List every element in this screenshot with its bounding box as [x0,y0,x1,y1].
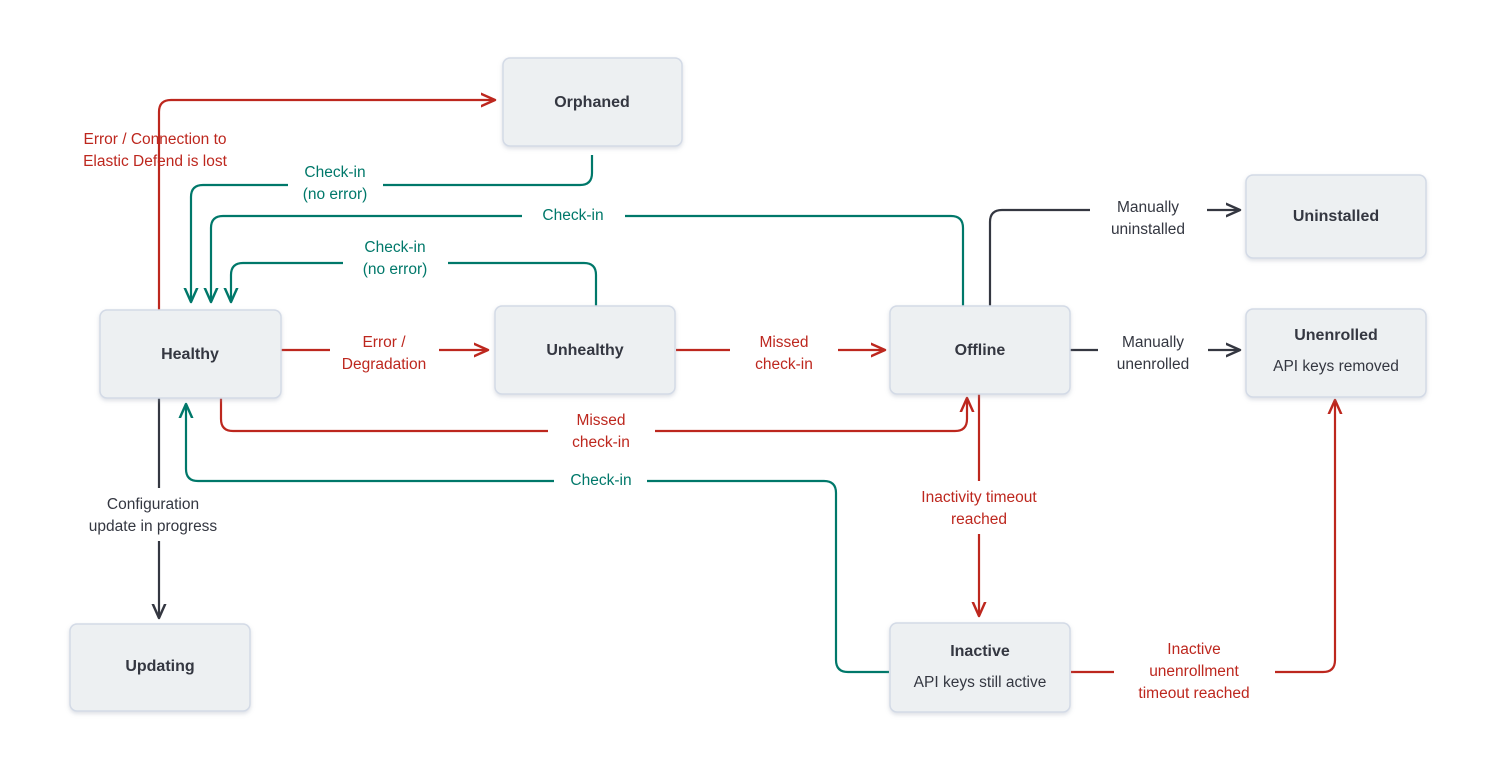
node-uninstalled-title: Uninstalled [1293,208,1379,225]
edge-label-orphaned-to-healthy-line1: Check-in [304,164,365,181]
edge-label-unhealthy-to-healthy-line2: (no error) [363,261,428,278]
node-updating-box[interactable] [69,623,251,712]
node-healthy-title: Healthy [161,346,219,363]
edge-label-healthy-to-orphaned-line2: Elastic Defend is lost [83,153,228,170]
edge-healthy-to-updating: Configuration update in progress [89,398,218,618]
edge-label-inactive-to-unenrolled-line3: timeout reached [1138,685,1249,702]
edge-label-healthy-to-offline-line1: Missed [576,412,625,429]
node-unenrolled-title: Unenrolled [1294,327,1378,344]
node-updating-title: Updating [125,658,194,675]
edge-offline-to-healthy: Check-in [211,207,965,310]
node-offline-title: Offline [955,342,1006,359]
edge-label-inactive-to-unenrolled-line2: unenrollment [1149,663,1239,680]
edge-label-healthy-to-offline-line2: check-in [572,434,630,451]
node-orphaned-box[interactable] [502,57,683,147]
edge-healthy-to-offline: Missed check-in [219,398,967,451]
edge-label-healthy-to-unhealthy-line2: Degradation [342,356,426,373]
node-unenrolled-subtitle: API keys removed [1273,358,1399,375]
edge-inactive-to-healthy: Check-in [186,404,889,674]
edge-label-unhealthy-to-healthy-line1: Check-in [364,239,425,256]
node-unhealthy[interactable]: Unhealthy [494,305,676,395]
edge-offline-to-unenrolled: Manually unenrolled [1069,334,1240,373]
edge-label-offline-to-inactive-line1: Inactivity timeout [921,489,1037,506]
edge-label-offline-to-unenrolled-line1: Manually [1122,334,1184,351]
node-uninstalled[interactable]: Uninstalled [1245,174,1427,259]
edge-label-inactive-to-unenrolled-line1: Inactive [1167,641,1220,658]
node-unhealthy-box[interactable] [494,305,676,395]
node-inactive[interactable]: Inactive API keys still active [889,622,1071,713]
node-updating[interactable]: Updating [69,623,251,712]
edge-offline-to-uninstalled: Manually uninstalled [988,199,1240,310]
edge-unhealthy-to-offline: Missed check-in [676,334,885,373]
edge-label-healthy-to-orphaned-line1: Error / Connection to [83,131,226,148]
edge-label-orphaned-to-healthy-line2: (no error) [303,186,368,203]
node-inactive-subtitle: API keys still active [914,674,1047,691]
edge-label-unhealthy-to-offline-line2: check-in [755,356,813,373]
node-healthy[interactable]: Healthy [99,309,282,399]
edge-healthy-to-orphaned: Error / Connection to Elastic Defend is … [83,100,495,310]
node-orphaned[interactable]: Orphaned [502,57,683,147]
edge-label-offline-to-uninstalled-line2: uninstalled [1111,221,1185,238]
edge-healthy-to-unhealthy: Error / Degradation [281,334,488,373]
edge-inactive-to-unenrolled: Inactive unenrollment timeout reached [1071,400,1335,702]
edge-offline-to-inactive: Inactivity timeout reached [921,394,1037,616]
node-unhealthy-title: Unhealthy [546,342,623,359]
edge-unhealthy-to-healthy: Check-in (no error) [231,239,598,306]
edge-orphaned-to-healthy: Check-in (no error) [191,155,594,302]
node-inactive-title: Inactive [950,643,1010,660]
edge-label-unhealthy-to-offline-line1: Missed [759,334,808,351]
edge-label-inactive-to-healthy-line1: Check-in [570,472,631,489]
node-uninstalled-box[interactable] [1245,174,1427,259]
edge-label-offline-to-uninstalled-line1: Manually [1117,199,1179,216]
node-offline-box[interactable] [889,305,1071,395]
node-offline[interactable]: Offline [889,305,1071,395]
edge-label-healthy-to-unhealthy-line1: Error / [362,334,406,351]
edge-label-offline-to-healthy-line1: Check-in [542,207,603,224]
edge-label-offline-to-unenrolled-line2: unenrolled [1117,356,1189,373]
node-inactive-box[interactable] [889,622,1071,713]
node-unenrolled-box[interactable] [1245,308,1427,398]
edge-label-healthy-to-updating-line2: update in progress [89,518,218,535]
edge-label-healthy-to-updating-line1: Configuration [107,496,199,513]
node-orphaned-title: Orphaned [554,94,630,111]
edge-label-offline-to-inactive-line2: reached [951,511,1007,528]
node-healthy-box[interactable] [99,309,282,399]
node-unenrolled[interactable]: Unenrolled API keys removed [1245,308,1427,398]
